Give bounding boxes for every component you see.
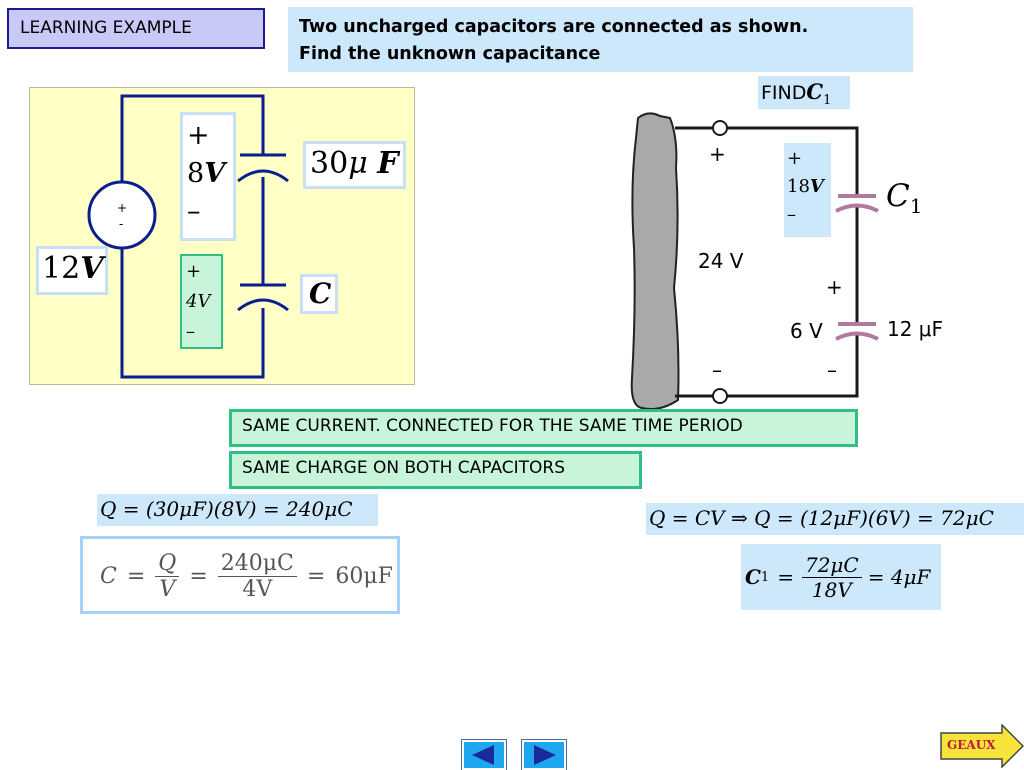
cap2-voltage-box: + 4V – xyxy=(180,254,223,349)
left-capacitance-equation: C = Q V = 240μC 4V = 60μF xyxy=(80,536,400,614)
c1-label: C1 xyxy=(886,178,923,219)
c1-minus: – xyxy=(787,204,796,225)
left-charge-equation: Q = (30μF)(8V) = 240μC xyxy=(97,494,378,526)
problem-line-2: Find the unknown capacitance xyxy=(299,44,601,64)
right-circuit-diagram xyxy=(630,112,879,410)
find-c1-label: FINDC1 xyxy=(758,76,850,109)
battery-block xyxy=(630,112,680,410)
cap2-voltage: 4V xyxy=(186,291,211,312)
right-triangle-icon xyxy=(534,745,556,765)
cap1-voltage: 8V xyxy=(187,158,226,189)
top-terminal xyxy=(712,120,728,136)
c2-voltage: 6 V xyxy=(790,319,823,343)
cap1-voltage-box: + 8V – xyxy=(180,112,236,241)
source-minus-sign: - xyxy=(119,217,124,231)
geaux-arrow-shape xyxy=(940,724,1024,768)
geaux-button[interactable]: GEAUX xyxy=(940,724,1024,768)
cap2-minus: – xyxy=(186,321,195,342)
source-plus-sign: + xyxy=(117,201,128,215)
c1-plus: + xyxy=(787,148,803,169)
battery-voltage: 24 V xyxy=(698,249,744,273)
source-voltage-label: 12V xyxy=(36,246,108,295)
geaux-label: GEAUX xyxy=(947,738,996,752)
previous-slide-button[interactable] xyxy=(462,740,506,770)
c2-plus: + xyxy=(826,275,843,299)
same-current-note: SAME CURRENT. CONNECTED FOR THE SAME TIM… xyxy=(229,409,858,447)
c1-voltage: 18V xyxy=(787,176,824,197)
cap1-plus: + xyxy=(187,120,210,151)
problem-line-1: Two uncharged capacitors are connected a… xyxy=(299,17,809,37)
bottom-terminal xyxy=(712,388,728,404)
badge-label: LEARNING EXAMPLE xyxy=(20,18,192,38)
cap1-minus: – xyxy=(187,196,201,227)
terminal-minus: – xyxy=(712,358,722,382)
c2-value: 12 μF xyxy=(887,317,944,341)
terminal-plus: + xyxy=(709,142,726,166)
learning-example-badge: LEARNING EXAMPLE xyxy=(7,8,265,49)
c1-voltage-box: + 18V – xyxy=(784,143,831,237)
left-circuit-wires xyxy=(87,94,289,379)
cap2-plus: + xyxy=(186,261,202,282)
left-triangle-icon xyxy=(472,745,494,765)
cap2-label: C xyxy=(300,274,338,314)
problem-statement: Two uncharged capacitors are connected a… xyxy=(288,7,913,72)
right-charge-equation: Q = CV ⇒ Q = (12μF)(6V) = 72μC xyxy=(646,503,1024,535)
same-charge-note: SAME CHARGE ON BOTH CAPACITORS xyxy=(229,451,642,489)
next-slide-button[interactable] xyxy=(522,740,566,770)
cap1-value-label: 30μ F xyxy=(303,141,406,189)
c2-minus: – xyxy=(827,358,837,382)
